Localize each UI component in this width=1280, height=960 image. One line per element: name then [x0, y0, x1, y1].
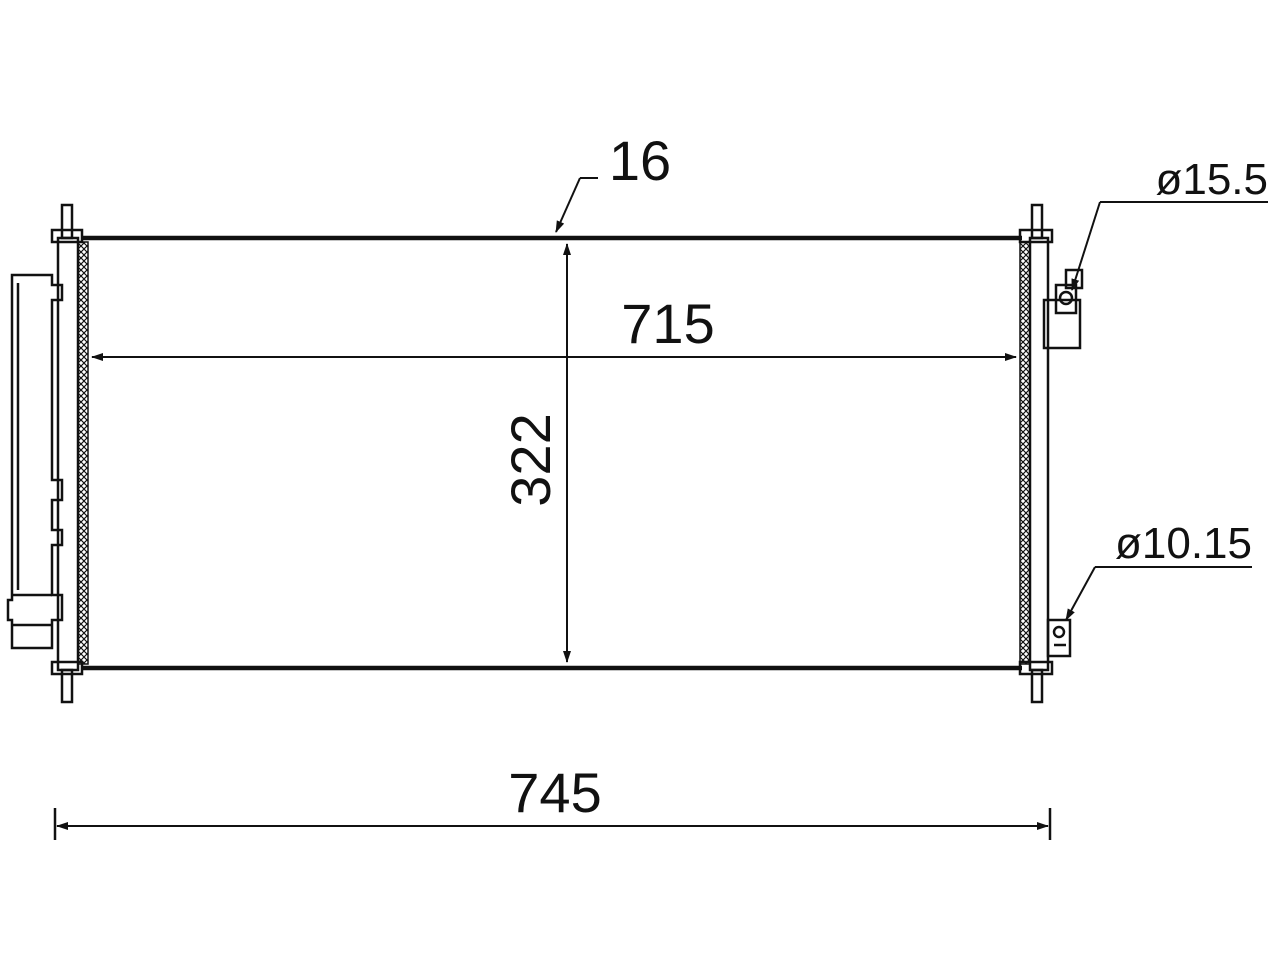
outlet-diameter-label: ø10.15 — [1115, 519, 1252, 568]
overall-width-dimension: 745 — [53, 761, 1052, 840]
core-width-label: 715 — [621, 292, 714, 355]
left-header-tank — [50, 203, 89, 704]
outlet-fitting — [1046, 618, 1072, 658]
left-side-bracket — [6, 273, 64, 650]
inlet-fitting — [1042, 268, 1084, 350]
tube-thickness-label: 16 — [609, 129, 671, 192]
tube-thickness-leader: 16 — [555, 129, 671, 233]
condenser-core — [82, 235, 1022, 671]
core-height-label: 322 — [499, 413, 562, 506]
inlet-diameter-leader: ø15.5 — [1071, 155, 1268, 291]
core-height-dimension: 322 — [499, 243, 571, 663]
core-width-dimension: 715 — [91, 292, 1017, 361]
outlet-diameter-leader: ø10.15 — [1065, 519, 1252, 621]
overall-width-label: 745 — [508, 761, 601, 824]
inlet-diameter-label: ø15.5 — [1155, 155, 1268, 204]
